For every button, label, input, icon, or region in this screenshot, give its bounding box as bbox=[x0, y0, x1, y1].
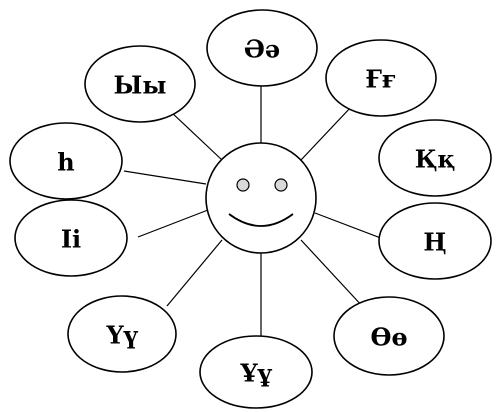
bubble-h: һ bbox=[9, 122, 123, 200]
smiley-face bbox=[205, 142, 317, 254]
bubble-ae: Әə bbox=[206, 9, 318, 87]
label-u-bar: Ұұ bbox=[239, 359, 272, 388]
face-circle bbox=[205, 142, 317, 254]
bubble-i: Іі bbox=[14, 199, 128, 277]
spokes bbox=[123, 86, 387, 341]
smile-icon bbox=[228, 213, 294, 227]
label-oe: Өө bbox=[371, 323, 408, 352]
bubble-q: Ққ bbox=[378, 119, 492, 197]
bubble-y: Ыы bbox=[84, 45, 196, 123]
label-q: Ққ bbox=[415, 145, 456, 174]
spoke-i bbox=[137, 209, 209, 238]
spoke-oe bbox=[300, 239, 365, 309]
bubble-u-bar: Ұұ bbox=[199, 335, 313, 409]
label-i: Іі bbox=[61, 225, 81, 254]
spoke-y bbox=[169, 110, 223, 161]
bubble-gh: Ғғ bbox=[325, 39, 437, 117]
label-h: һ bbox=[57, 148, 74, 177]
label-ae: Әə bbox=[244, 35, 280, 64]
spoke-ue bbox=[166, 239, 223, 307]
bubble-ng: Ң bbox=[378, 202, 492, 280]
label-y: Ыы bbox=[114, 71, 167, 100]
spoke-h bbox=[123, 170, 207, 185]
left-eye-icon bbox=[236, 178, 250, 192]
spoke-gh bbox=[300, 105, 353, 161]
spoke-ng bbox=[314, 212, 387, 241]
label-ng: Ң bbox=[423, 228, 446, 257]
label-ue: Үү bbox=[105, 321, 138, 350]
bubble-oe: Өө bbox=[333, 296, 445, 376]
label-gh: Ғғ bbox=[365, 65, 396, 94]
bubble-ue: Үү bbox=[67, 295, 177, 373]
right-eye-icon bbox=[274, 178, 288, 192]
